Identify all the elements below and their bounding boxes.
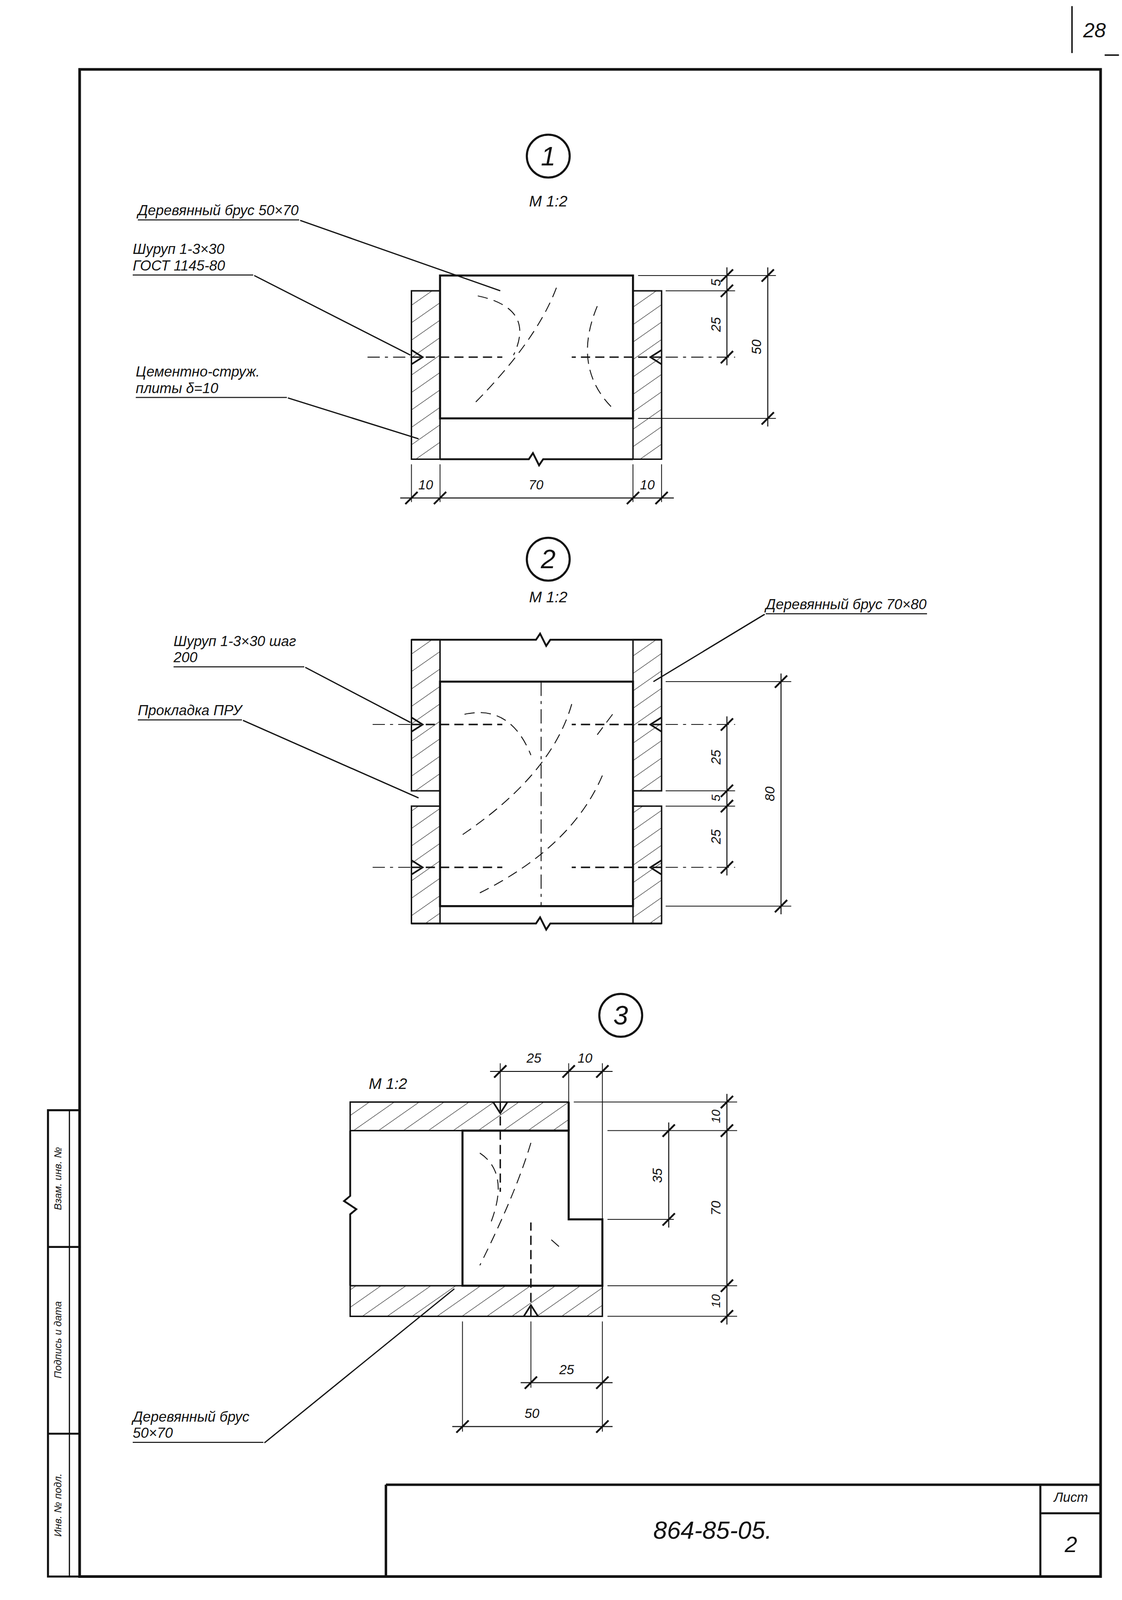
part-label: Шуруп 1-3×30 ГОСТ 1145-80 [132,241,254,277]
title-block-line [385,1483,1101,1487]
sheet-number: 28 [1083,18,1106,43]
leader-line [653,614,765,682]
dimension: 10 [709,1110,725,1124]
dimension: 10 [577,1051,593,1068]
node-text: 2 [540,544,556,574]
dimension: 25 [559,1363,574,1379]
dimension: 25 [708,829,725,845]
scale-label: М 1:2 [529,192,568,210]
leader-line [253,275,411,356]
dimension: 5 [709,794,725,802]
dimension: 70 [528,478,544,494]
leader-line [300,220,501,291]
corner-mark [1104,54,1119,56]
callout-number: 2 [525,537,571,582]
dimension: 10 [709,1294,725,1309]
node-text: 3 [613,1001,629,1031]
drawing-code: 864-85-05. [385,1485,1040,1577]
dimension: 10 [418,478,434,494]
dimension: 70 [708,1201,725,1217]
node-text: 1 [540,141,556,171]
sheet-number: 2 [1041,1514,1101,1577]
dimension: 50 [749,339,766,355]
node-text: 864-85-05. [653,1517,772,1545]
leader-line [288,398,419,440]
stamp-field: Подпись и дата [52,1301,65,1380]
dimension: 50 [524,1406,540,1423]
scale-label: М 1:2 [529,588,568,606]
part-label: Прокладка ПРУ [137,702,243,721]
dimension: 35 [650,1168,667,1184]
stamp-field: Взам. инв. № [52,1147,65,1211]
dimension: 25 [708,317,725,332]
dimension: 25 [526,1051,542,1068]
detail-3 [343,1063,738,1434]
dimension: 25 [708,749,725,765]
part-label: Деревянный брус 70×80 [765,596,927,615]
sheet-caption: Лист [1041,1485,1101,1515]
detail-1 [367,267,776,505]
callout-number: 3 [598,993,644,1039]
part-label: Деревянный брус 50×70 [137,201,299,221]
part-label: Деревянный брус 50×70 [132,1408,264,1444]
part-label: Цементно-струж. плиты δ=10 [135,363,288,399]
dimension: 5 [708,278,725,287]
callout-number: 1 [525,133,571,179]
title-block-line [384,1485,388,1577]
leader-line [305,667,411,723]
leader-line [242,720,419,798]
detail-2 [372,633,792,930]
dimension: 80 [763,786,779,802]
stamp-field: Инв. № подл. [52,1473,65,1537]
leader-line [264,1289,455,1444]
sheet-frame [79,69,1101,1578]
part-label: Шуруп 1-3×30 шаг 200 [173,632,305,668]
dimension: 10 [639,478,655,494]
corner-mark [1071,5,1073,54]
scale-label: М 1:2 [368,1074,408,1093]
sheet-cell: Лист2 [1039,1485,1101,1577]
side-stamp [47,1110,80,1577]
